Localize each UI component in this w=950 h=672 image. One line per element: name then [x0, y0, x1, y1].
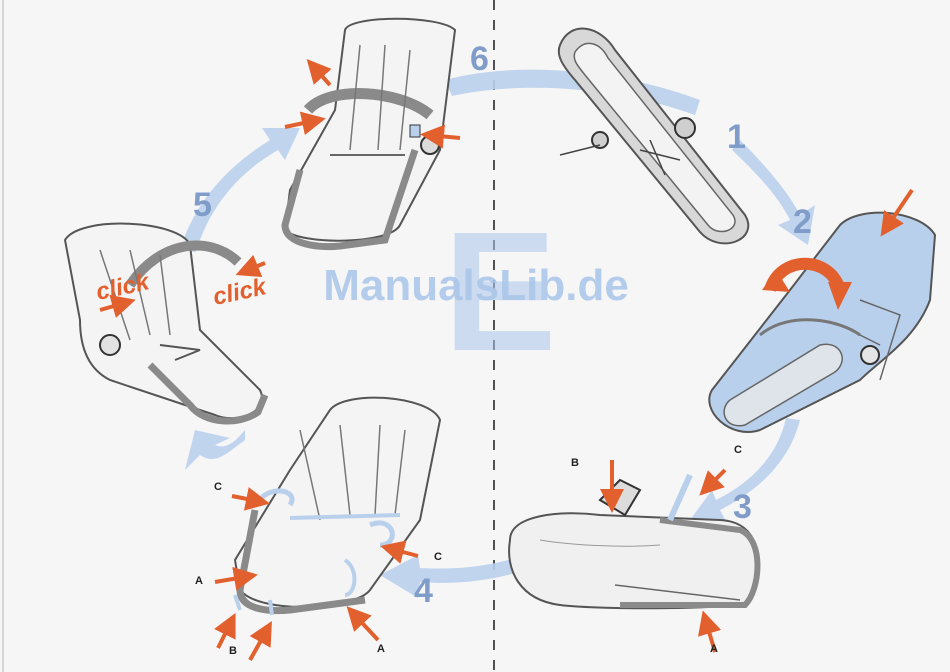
- step-number-6: 6: [470, 40, 489, 78]
- callout-c-mid: C: [734, 444, 742, 456]
- callout-c-right: C: [434, 551, 442, 563]
- callout-a-bottom: A: [710, 643, 718, 655]
- step-number-1: 1: [727, 118, 746, 156]
- step-number-4: 4: [414, 572, 433, 610]
- callout-b-left: B: [229, 645, 237, 657]
- step-number-3: 3: [733, 488, 752, 526]
- watermark-text: ManualsLib.de: [323, 261, 629, 310]
- step-number-5: 5: [193, 186, 212, 224]
- callout-b-right: B: [571, 457, 579, 469]
- bumper-clip-icon: [675, 118, 695, 138]
- callout-a-right: A: [377, 643, 385, 655]
- callout-a-left: A: [195, 575, 203, 587]
- step-number-2: 2: [793, 203, 812, 241]
- callout-c-left: C: [214, 481, 222, 493]
